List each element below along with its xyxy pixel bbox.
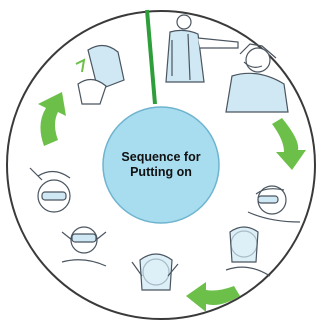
center-title-line2: Putting on bbox=[130, 165, 192, 180]
center-title: Sequence for Putting on bbox=[103, 107, 219, 223]
center-title-line1: Sequence for bbox=[121, 150, 200, 165]
